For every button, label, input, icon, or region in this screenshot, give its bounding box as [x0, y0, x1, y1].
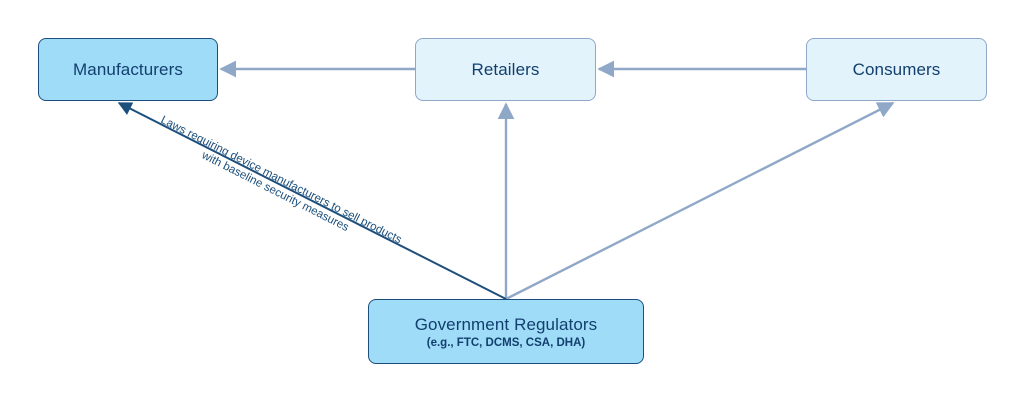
edge-annotation: Laws requiring device manufacturers to s…: [159, 114, 404, 246]
edge-regulators-to-manufacturers: [117, 102, 507, 300]
node-regulators-sublabel: (e.g., FTC, DCMS, CSA, DHA): [426, 336, 586, 349]
node-consumers-label: Consumers: [852, 59, 941, 79]
edge-annotation-line2: with baseline security measures: [199, 149, 351, 234]
node-retailers: Retailers: [415, 38, 596, 101]
node-manufacturers: Manufacturers: [38, 38, 218, 101]
node-manufacturers-label: Manufacturers: [73, 59, 183, 79]
node-consumers: Consumers: [806, 38, 987, 101]
node-retailers-label: Retailers: [471, 59, 540, 79]
node-government-regulators: Government Regulators (e.g., FTC, DCMS, …: [368, 299, 644, 364]
node-regulators-label: Government Regulators: [414, 314, 598, 334]
edge-regulators-to-consumers: [505, 101, 895, 301]
edge-annotation-line1: Laws requiring device manufacturers to s…: [159, 114, 404, 246]
